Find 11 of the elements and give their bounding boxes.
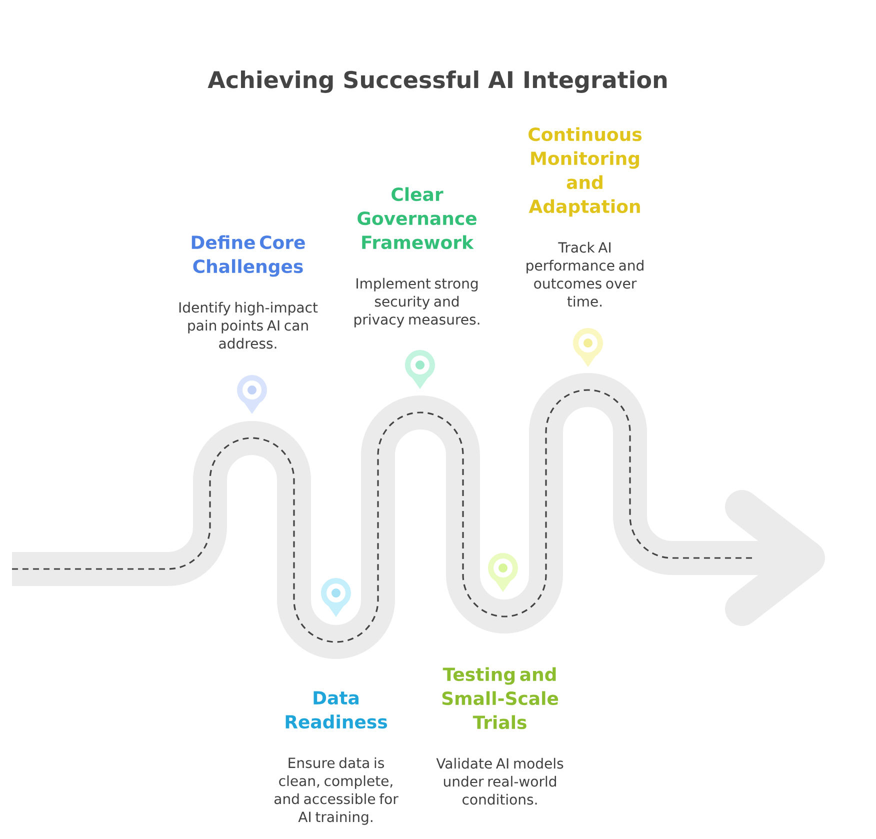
- title: Achieving Successful AI Integration: [208, 70, 667, 93]
- step-heading: Testing and Small-Scale Trials: [442, 667, 558, 730]
- step-description: Ensure data is clean, complete, and accessible for AI training.: [274, 757, 398, 825]
- step-heading: Continuous Monitoring and Adaptation: [528, 127, 642, 217]
- step-description: Implement strong security and privacy measures.: [354, 278, 480, 328]
- step-heading: Clear Governance Framework: [358, 187, 476, 250]
- step-description: Track AI performance and outcomes over time.: [526, 242, 644, 307]
- step-heading: Data Readiness: [286, 691, 388, 729]
- step-description: Identify high-impact pain points AI can address.: [179, 302, 318, 349]
- step-description: Validate AI models under real-world conditions.: [436, 758, 564, 805]
- step-heading: Define Core Challenges: [192, 235, 305, 277]
